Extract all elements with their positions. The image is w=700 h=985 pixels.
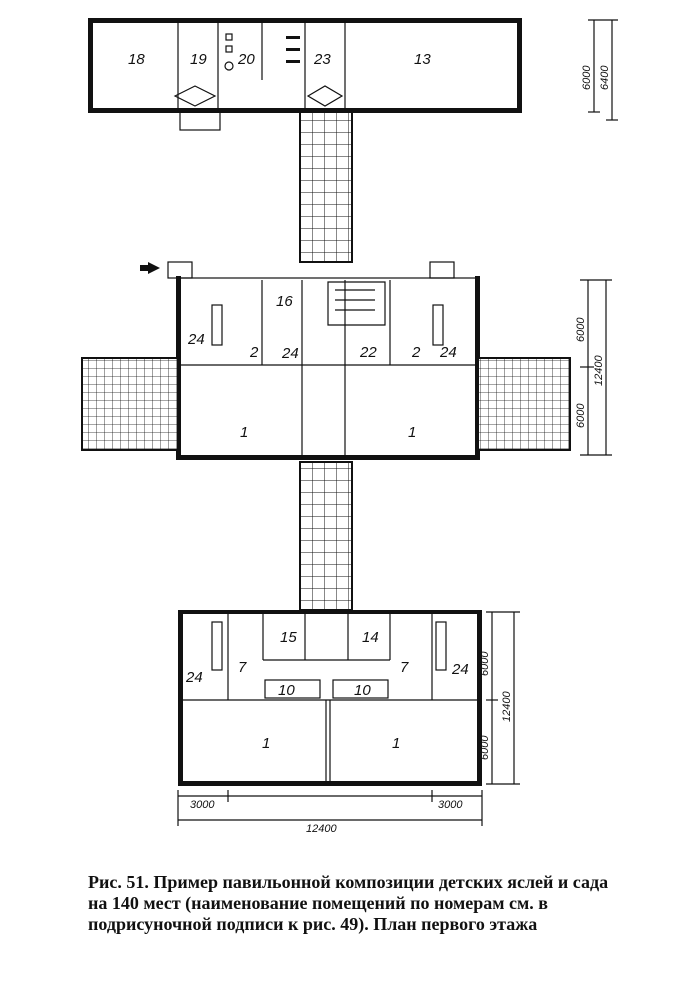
lower-corridor xyxy=(299,461,353,611)
dimension-label: 6400 xyxy=(599,65,611,90)
room-label: 24 xyxy=(439,344,457,361)
room-label: 7 xyxy=(238,659,247,676)
room-label: 24 xyxy=(281,345,299,362)
room-label: 16 xyxy=(276,293,293,310)
room-label: 24 xyxy=(451,661,469,678)
room-label: 1 xyxy=(262,735,270,752)
dimension-middle-right xyxy=(580,279,612,456)
dimension-label: 6000 xyxy=(575,317,587,342)
dimension-top-right xyxy=(588,19,618,121)
room-label: 1 xyxy=(408,424,416,441)
bottom-block xyxy=(178,610,482,786)
room-label: 10 xyxy=(278,682,295,699)
room-label: 14 xyxy=(362,629,379,646)
room-label: 2 xyxy=(411,344,421,361)
room-label: 15 xyxy=(280,629,297,646)
dimension-bottom-right xyxy=(486,611,520,785)
figure-caption: Рис. 51. Пример павильонной композиции д… xyxy=(88,872,609,934)
left-terrace xyxy=(81,357,179,451)
room-label: 24 xyxy=(185,669,203,686)
dimension-label: 6000 xyxy=(575,403,587,428)
room-label: 24 xyxy=(187,331,205,348)
room-label: 18 xyxy=(128,51,145,68)
dimension-label: 12400 xyxy=(593,355,605,386)
room-label: 22 xyxy=(359,344,377,361)
room-label: 23 xyxy=(313,51,331,68)
dimension-label: 6000 xyxy=(581,65,593,90)
room-label: 7 xyxy=(400,659,409,676)
room-label: 19 xyxy=(190,51,207,68)
dimension-label: 6000 xyxy=(479,651,491,676)
room-label: 13 xyxy=(414,51,431,68)
dimension-label: 12400 xyxy=(501,691,513,722)
room-label: 2 xyxy=(249,344,259,361)
room-label: 20 xyxy=(237,51,255,68)
dimension-label: 3000 xyxy=(438,799,463,811)
dimension-label: 12400 xyxy=(306,823,337,835)
room-label: 1 xyxy=(392,735,400,752)
room-label: 1 xyxy=(240,424,248,441)
floor-plan: 18 19 20 23 13 6000 6400 xyxy=(81,18,618,835)
dimension-bottom xyxy=(177,790,483,826)
middle-block xyxy=(140,261,480,460)
dimension-label: 6000 xyxy=(479,735,491,760)
right-terrace xyxy=(477,357,571,451)
dimension-label: 3000 xyxy=(190,799,215,811)
upper-corridor xyxy=(299,111,353,263)
room-label: 10 xyxy=(354,682,371,699)
